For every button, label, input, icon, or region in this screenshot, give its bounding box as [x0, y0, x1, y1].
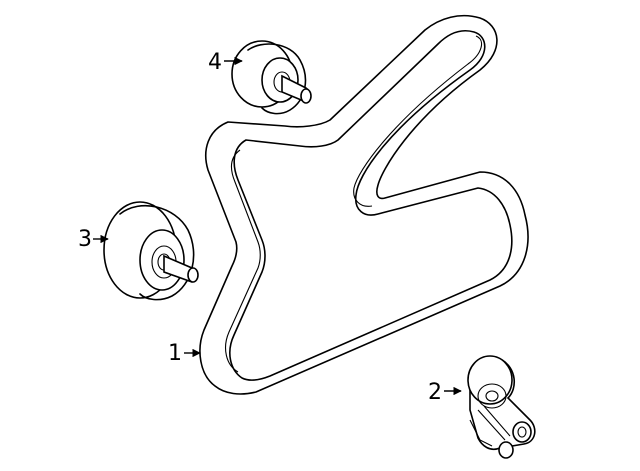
callout-label-3: 3	[78, 227, 92, 252]
callout-label-2: 2	[428, 380, 442, 405]
callout-1: 1	[168, 341, 201, 366]
callout-2: 2	[428, 380, 462, 405]
serpentine-belt	[199, 14, 529, 395]
callout-label-4: 4	[208, 50, 222, 75]
belt-tensioner-2	[467, 355, 536, 459]
idler-pulley-4	[231, 40, 312, 115]
callout-4: 4	[208, 50, 243, 75]
idler-pulley-3	[103, 201, 199, 301]
callout-3: 3	[78, 227, 109, 252]
callout-label-1: 1	[168, 341, 182, 366]
